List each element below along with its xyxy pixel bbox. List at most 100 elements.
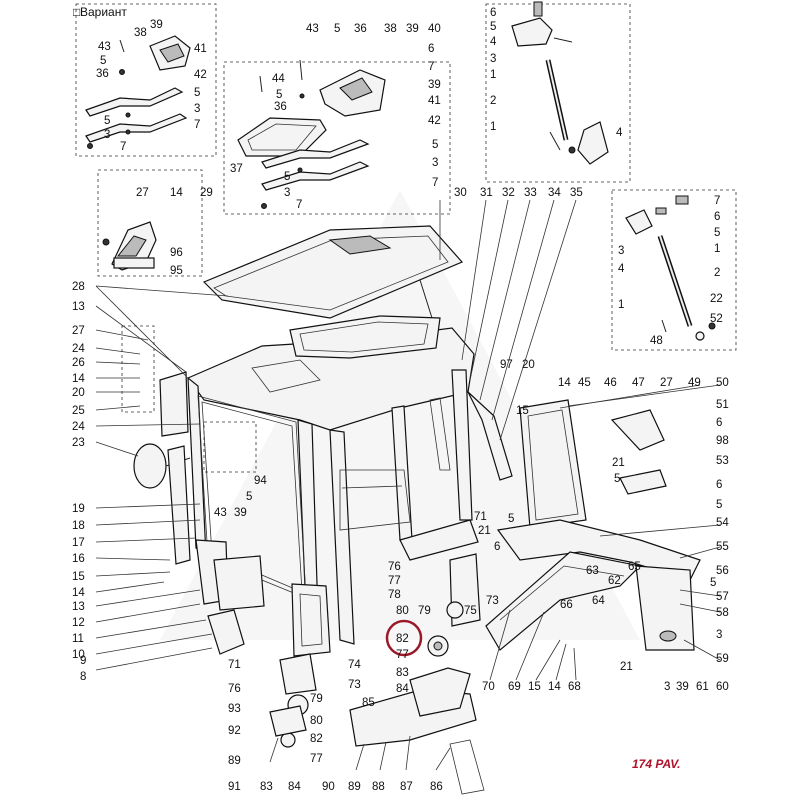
- label: 62: [608, 575, 621, 587]
- variant-parts: [85, 35, 191, 149]
- label: 5: [714, 227, 720, 239]
- label: 33: [524, 187, 537, 199]
- label: 14: [72, 373, 85, 385]
- label: 32: [502, 187, 515, 199]
- label: 8: [80, 671, 86, 683]
- label: 3: [490, 53, 496, 65]
- label: 82: [396, 633, 409, 645]
- label: 29: [200, 187, 213, 199]
- label: 63: [586, 565, 599, 577]
- callout-labels: 39 38 43 5 36 41 42 5 3 7 5 3 7 43 5 36 …: [72, 7, 729, 793]
- label: 3: [664, 681, 670, 693]
- label: 39: [234, 507, 247, 519]
- label: 35: [570, 187, 583, 199]
- label: 77: [396, 649, 409, 661]
- right-fender: [485, 409, 701, 651]
- label: 6: [428, 43, 434, 55]
- label: 3: [432, 157, 438, 169]
- label: 6: [494, 541, 500, 553]
- label: 83: [396, 667, 409, 679]
- label: 1: [618, 299, 624, 311]
- label: 95: [170, 265, 183, 277]
- label: 1: [490, 121, 496, 133]
- strut-inset-parts: [511, 1, 609, 165]
- label: 28: [72, 281, 85, 293]
- inset-small-box: [121, 325, 155, 413]
- label: 37: [230, 163, 243, 175]
- label: 80: [310, 715, 323, 727]
- label: 80: [396, 605, 409, 617]
- label: 54: [716, 517, 729, 529]
- label: 47: [632, 377, 645, 389]
- label: 90: [322, 781, 335, 793]
- label: 3: [194, 103, 200, 115]
- inset-bracket-box: [97, 169, 203, 277]
- label: 74: [348, 659, 361, 671]
- label: 38: [384, 23, 397, 35]
- label: 61: [696, 681, 709, 693]
- label: 68: [568, 681, 581, 693]
- label: 25: [72, 405, 85, 417]
- label: 27: [72, 325, 85, 337]
- label: 4: [490, 36, 497, 48]
- label: 22: [710, 293, 723, 305]
- label: 51: [716, 399, 729, 411]
- label: 7: [296, 199, 302, 211]
- label: 77: [388, 575, 401, 587]
- label: 7: [714, 195, 720, 207]
- label: 5: [334, 23, 340, 35]
- label: 66: [560, 599, 573, 611]
- inset-handle-box: [203, 421, 257, 473]
- label: 4: [618, 263, 625, 275]
- label: 86: [430, 781, 443, 793]
- label: 39: [150, 19, 163, 31]
- label: 38: [134, 27, 147, 39]
- svg-text:□: □: [73, 5, 80, 19]
- label: 92: [228, 725, 241, 737]
- label: 1: [490, 69, 496, 81]
- label: 12: [72, 617, 85, 629]
- label: 41: [428, 95, 441, 107]
- label: 36: [354, 23, 367, 35]
- label: 39: [406, 23, 419, 35]
- label: 5: [716, 499, 722, 511]
- label: 2: [490, 95, 496, 107]
- label: 3: [284, 187, 290, 199]
- inset-strut-box: [485, 3, 631, 183]
- label: 11: [72, 633, 84, 645]
- label: 6: [716, 479, 722, 491]
- label: 13: [72, 601, 85, 613]
- label: 89: [348, 781, 361, 793]
- label: 20: [72, 387, 85, 399]
- label: 7: [194, 119, 200, 131]
- label: 84: [396, 683, 409, 695]
- label: 43: [98, 41, 111, 53]
- label: 14: [170, 187, 183, 199]
- label: 27: [136, 187, 149, 199]
- label: 5: [194, 87, 200, 99]
- label: 15: [528, 681, 541, 693]
- label: 3: [716, 629, 722, 641]
- label: 42: [428, 115, 441, 127]
- label: 23: [72, 437, 85, 449]
- label: 5: [284, 171, 290, 183]
- label: 76: [388, 561, 401, 573]
- label: 15: [516, 405, 529, 417]
- label: 87: [400, 781, 413, 793]
- label: 6: [716, 417, 722, 429]
- label: 78: [388, 589, 401, 601]
- cab-frame: [133, 315, 513, 657]
- label: 79: [310, 693, 323, 705]
- rear-door: [519, 399, 587, 529]
- label: 30: [454, 187, 467, 199]
- label: 18: [72, 520, 85, 532]
- label: 65: [628, 561, 641, 573]
- highlight-circle: [385, 619, 423, 657]
- label: 7: [120, 141, 126, 153]
- label: 55: [716, 541, 729, 553]
- strut2-inset-parts: [625, 195, 716, 341]
- label: 85: [362, 697, 375, 709]
- label: 58: [716, 607, 729, 619]
- label: 6: [714, 211, 720, 223]
- label: 50: [716, 377, 729, 389]
